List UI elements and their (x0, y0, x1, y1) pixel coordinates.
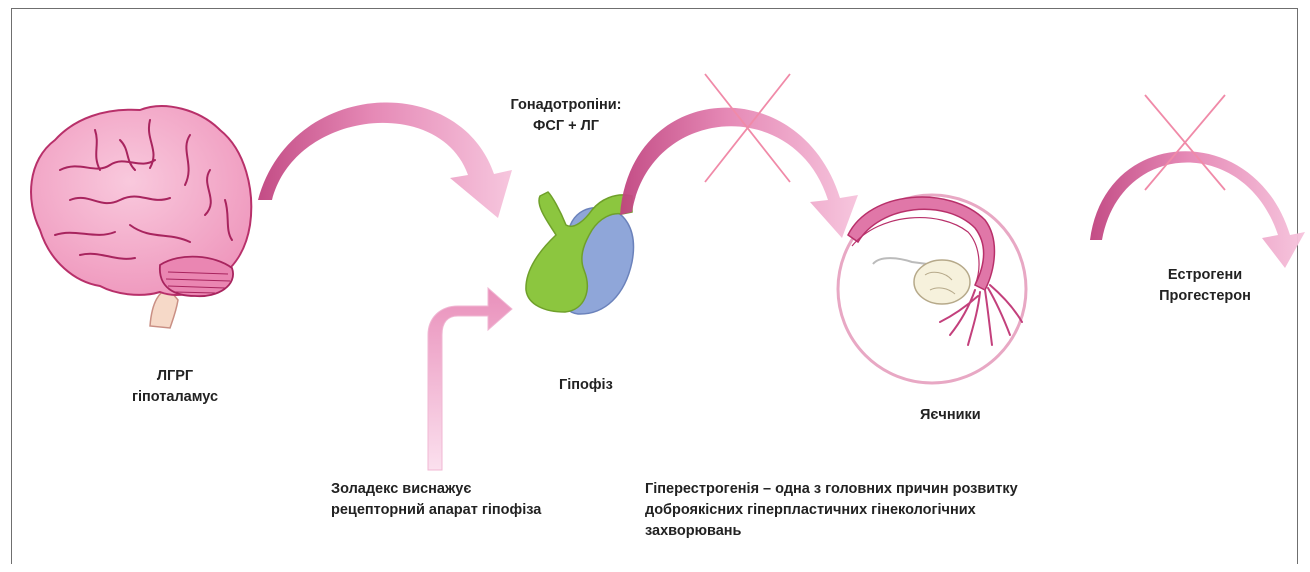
gonadotropins-label: Гонадотропіни: ФСГ + ЛГ (511, 95, 622, 137)
zoladex-note-line1: Золадекс виснажує (331, 479, 541, 500)
ovaries-label: Яєчники (920, 405, 981, 426)
hyperestrogenia-note-line1: Гіперестрогенія – одна з головних причин… (645, 479, 1018, 500)
brain-label-line2: гіпоталамус (132, 387, 218, 408)
arrow-ovary-to-hormones (1090, 151, 1305, 268)
zoladex-note: Золадекс виснажує рецепторний апарат гіп… (331, 479, 541, 521)
hormones-label-line2: Прогестерон (1159, 286, 1251, 307)
hormones-label: Естрогени Прогестерон (1159, 265, 1251, 307)
zoladex-note-line2: рецепторний апарат гіпофіза (331, 500, 541, 521)
ovary-icon (838, 195, 1026, 383)
arrow-pituitary-to-ovary (620, 108, 858, 238)
arrow-brain-to-pituitary (258, 102, 512, 218)
cross-ovary-hormones (1145, 95, 1225, 190)
pituitary-gland-icon (526, 192, 633, 314)
arrow-zoladex-to-pituitary (428, 288, 512, 470)
hyperestrogenia-note: Гіперестрогенія – одна з головних причин… (645, 479, 1018, 542)
hyperestrogenia-note-line2: доброякісних гіперпластичних гінекологіч… (645, 500, 1018, 521)
pituitary-label: Гіпофіз (559, 375, 613, 396)
gonadotropins-label-line1: Гонадотропіни: (511, 95, 622, 116)
gonadotropins-label-line2: ФСГ + ЛГ (511, 116, 622, 137)
brain-label: ЛГРГ гіпоталамус (132, 366, 218, 408)
hormones-label-line1: Естрогени (1159, 265, 1251, 286)
hyperestrogenia-note-line3: захворювань (645, 521, 1018, 542)
brain-icon (31, 106, 251, 328)
brain-label-line1: ЛГРГ (132, 366, 218, 387)
